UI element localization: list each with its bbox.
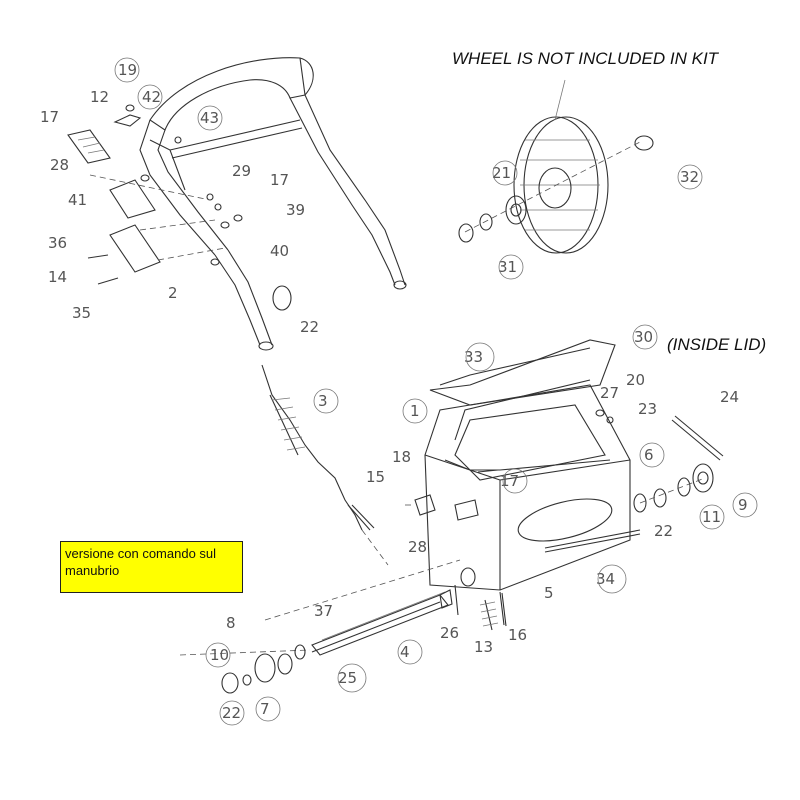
callout-10: 10	[210, 646, 229, 664]
callout-32: 32	[680, 168, 699, 186]
callout-labels: 19 12 42 17 43 29 28 17 41 39 36 40 14 2…	[40, 61, 748, 722]
callout-34: 34	[596, 570, 615, 588]
callout-23: 23	[638, 400, 657, 418]
callout-16: 16	[508, 626, 527, 644]
callout-17-handle-right: 17	[270, 171, 289, 189]
callout-40: 40	[270, 242, 289, 260]
callout-2: 2	[168, 284, 178, 302]
callout-7: 7	[260, 700, 270, 718]
callout-3: 3	[318, 392, 328, 410]
callout-11: 11	[702, 508, 721, 526]
shaft-assembly	[179, 559, 507, 694]
control-cable	[261, 364, 389, 566]
callout-14: 14	[48, 268, 67, 286]
callout-15: 15	[366, 468, 385, 486]
callout-5: 5	[544, 584, 554, 602]
note-text: versione con comando sul manubrio	[65, 546, 217, 578]
callout-17-handle: 17	[40, 108, 59, 126]
callout-20: 20	[626, 371, 645, 389]
handle-assembly	[67, 57, 407, 351]
callout-26: 26	[440, 624, 459, 642]
callout-1: 1	[410, 402, 420, 420]
callout-29: 29	[232, 162, 251, 180]
callout-33: 33	[464, 348, 483, 366]
callout-21: 21	[492, 164, 511, 182]
callout-30: 30	[634, 328, 653, 346]
callout-27: 27	[600, 384, 619, 402]
wheel-not-included-heading: WHEEL IS NOT INCLUDED IN KIT	[452, 49, 720, 68]
callout-24: 24	[720, 388, 739, 406]
callout-12: 12	[90, 88, 109, 106]
callout-17-box: 17	[500, 472, 519, 490]
handlebar-control-note: versione con comando sul manubrio	[60, 541, 243, 593]
callout-28-box: 28	[408, 538, 427, 556]
callout-41: 41	[68, 191, 87, 209]
callout-35: 35	[72, 304, 91, 322]
callout-19: 19	[118, 61, 137, 79]
callout-18: 18	[392, 448, 411, 466]
callout-22-shaft: 22	[222, 704, 241, 722]
hopper-box	[405, 339, 724, 591]
callout-4: 4	[400, 643, 410, 661]
callout-39: 39	[286, 201, 305, 219]
callout-8: 8	[226, 614, 236, 632]
callout-28-handle: 28	[50, 156, 69, 174]
callout-22-box: 22	[654, 522, 673, 540]
callout-42: 42	[142, 88, 161, 106]
callout-6: 6	[644, 446, 654, 464]
callout-43: 43	[200, 109, 219, 127]
callout-36: 36	[48, 234, 67, 252]
callout-31: 31	[498, 258, 517, 276]
callout-leaders	[114, 57, 758, 726]
callout-37: 37	[314, 602, 333, 620]
wheel-assembly	[458, 79, 654, 254]
callout-25: 25	[338, 669, 357, 687]
callout-13: 13	[474, 638, 493, 656]
callout-9: 9	[738, 496, 748, 514]
inside-lid-heading: (INSIDE LID)	[667, 335, 766, 354]
callout-22-handle: 22	[300, 318, 319, 336]
